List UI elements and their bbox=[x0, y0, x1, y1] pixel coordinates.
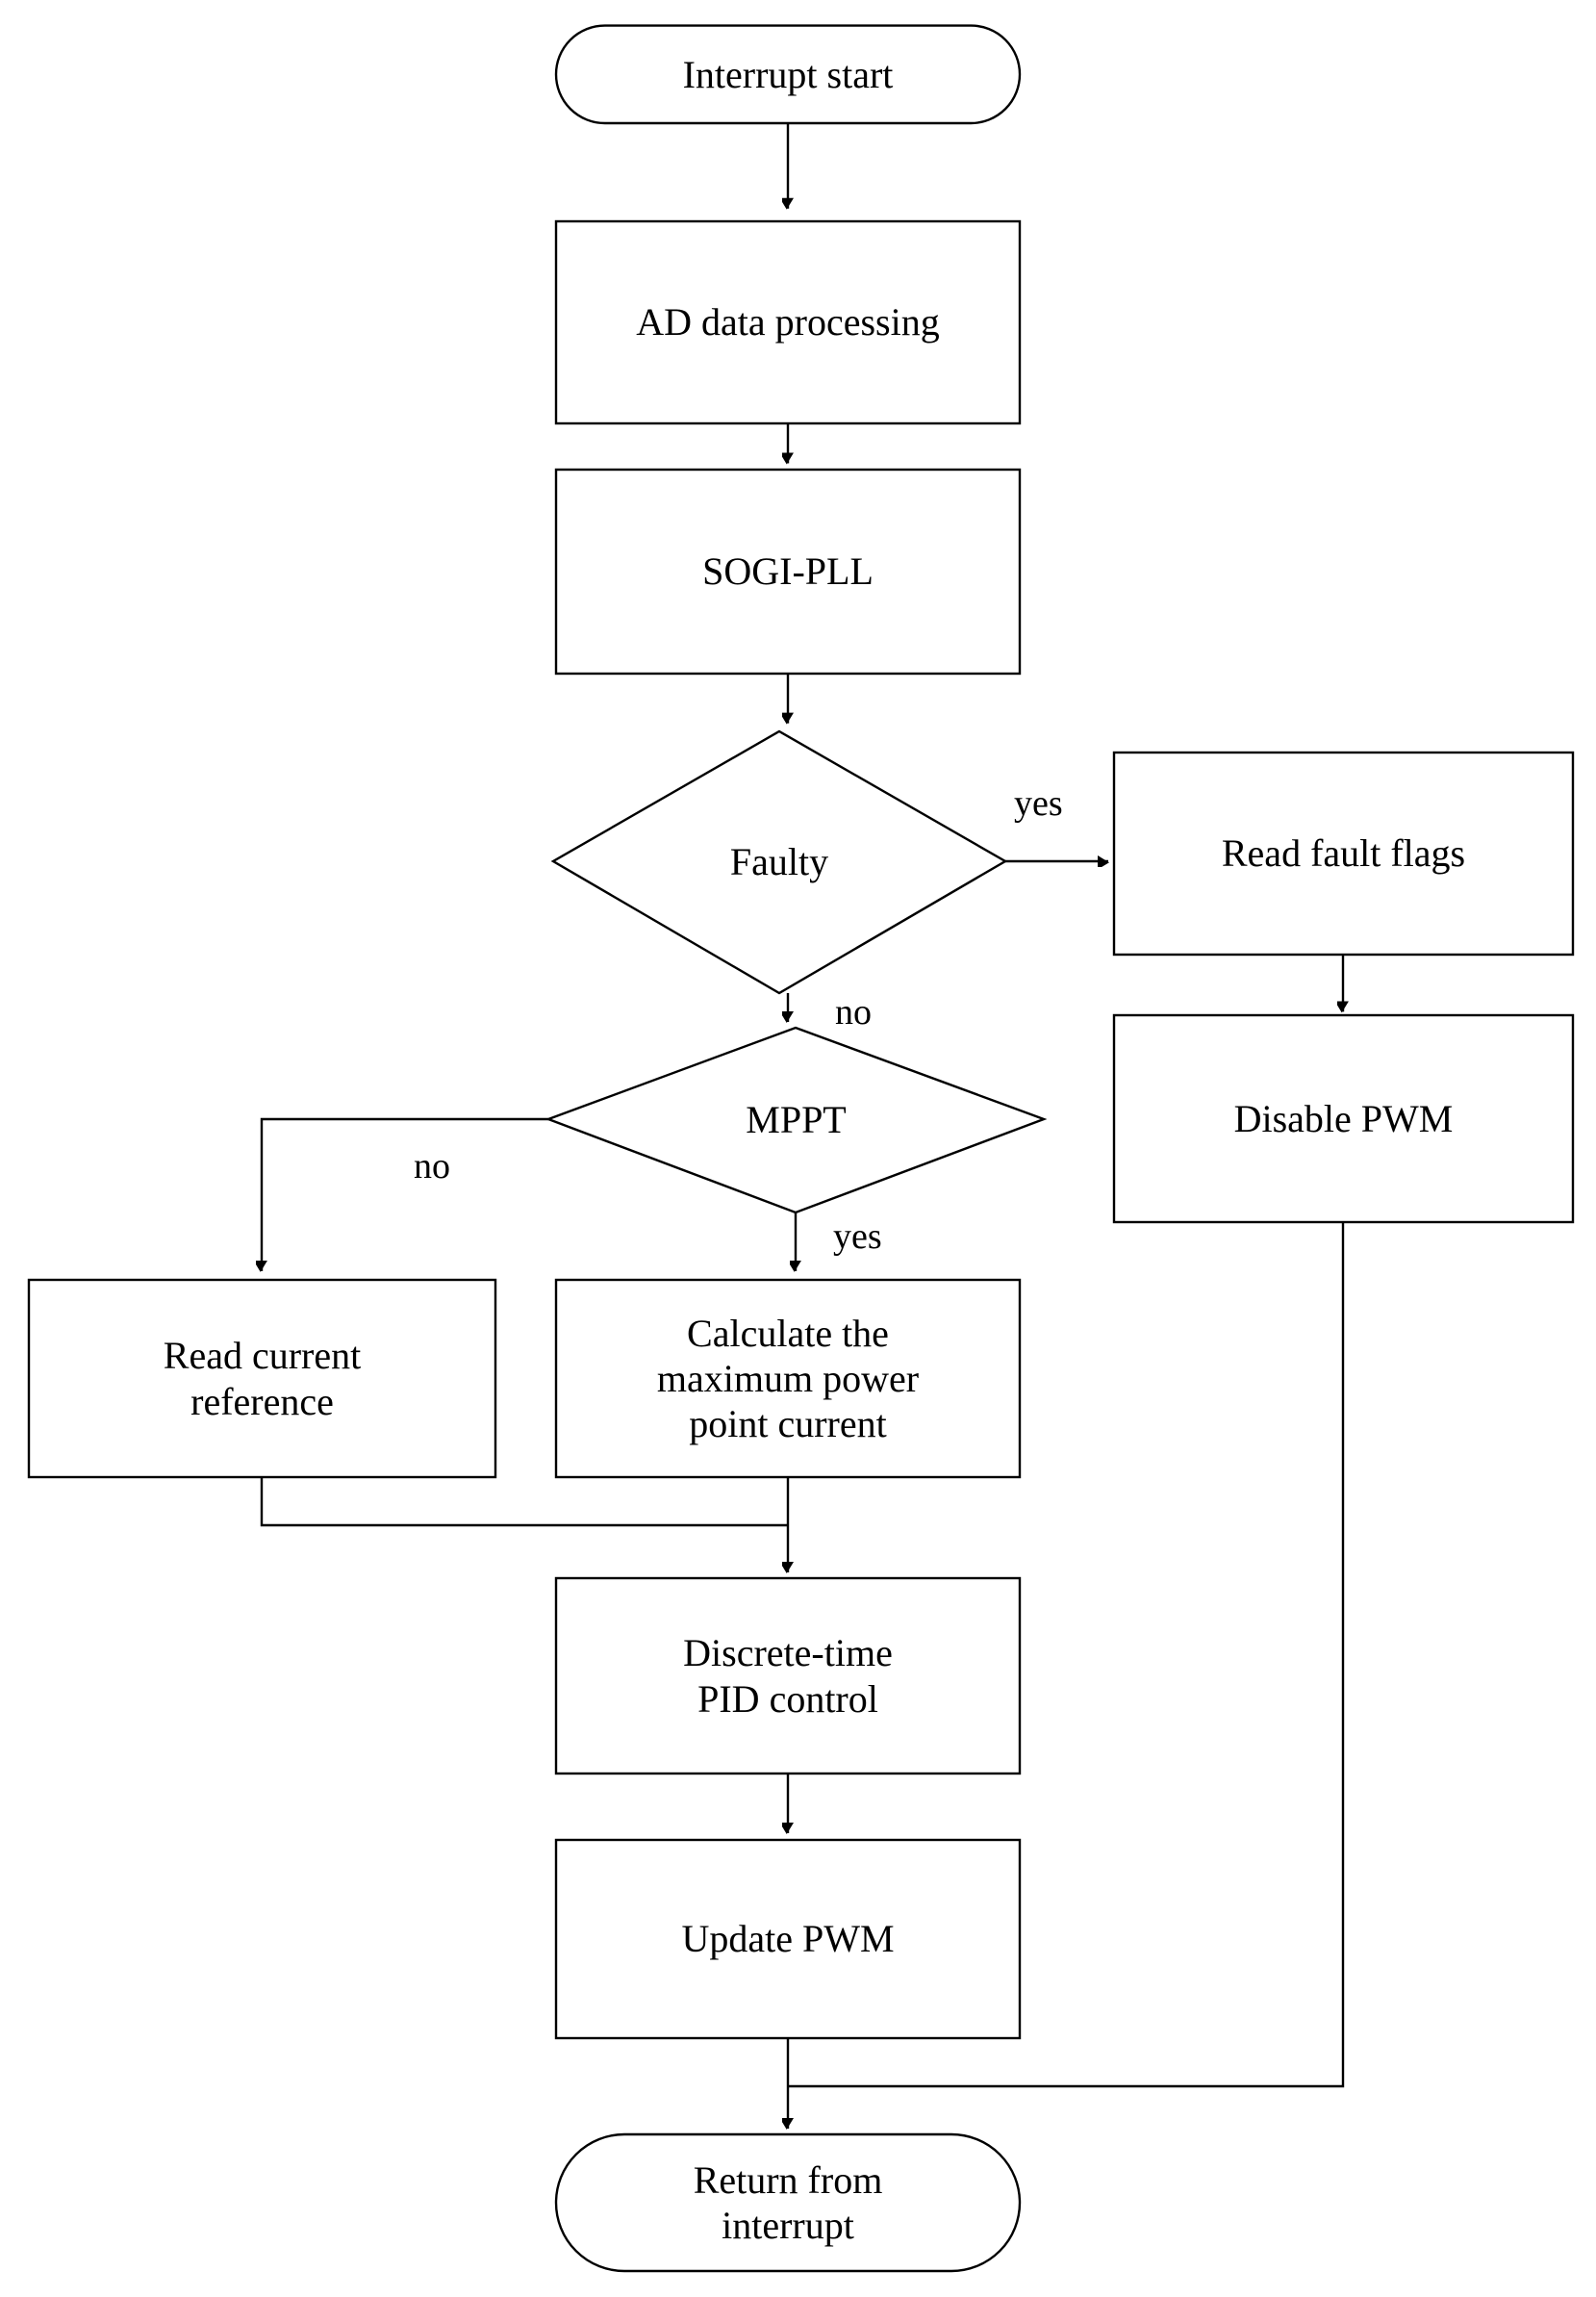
node-shape-disable-pwm[interactable] bbox=[1112, 1013, 1575, 1224]
edge-label-faulty-no: no bbox=[835, 992, 872, 1034]
node-shape-faulty[interactable] bbox=[550, 729, 1008, 995]
node-shape-read-current-reference[interactable] bbox=[27, 1278, 497, 1479]
edge-label-mppt-yes: yes bbox=[833, 1216, 882, 1258]
node-shape-update-pwm[interactable] bbox=[554, 1838, 1022, 2040]
node-shape-sogi-pll[interactable] bbox=[554, 468, 1022, 676]
edge-label-mppt-no: no bbox=[414, 1146, 450, 1187]
edge-connectors bbox=[262, 123, 1343, 2129]
node-shape-calculate-mpp-current[interactable] bbox=[554, 1278, 1022, 1479]
edge-label-faulty-yes: yes bbox=[1014, 782, 1063, 824]
node-shape-interrupt-start[interactable] bbox=[554, 24, 1022, 125]
node-shape-return-from-interrupt[interactable] bbox=[554, 2132, 1022, 2273]
node-shape-discrete-time-pid-control[interactable] bbox=[554, 1576, 1022, 1775]
node-shape-read-fault-flags[interactable] bbox=[1112, 751, 1575, 957]
node-shapes bbox=[27, 24, 1575, 2273]
edge-disable-pwm-to-return bbox=[788, 1222, 1345, 2088]
edge-read-current-reference-to-merge bbox=[260, 1477, 788, 1527]
node-shape-mppt[interactable] bbox=[545, 1026, 1048, 1214]
node-shape-ad-data-processing[interactable] bbox=[554, 219, 1022, 425]
edge-mppt-no-to-read-current-reference bbox=[262, 1117, 548, 1271]
